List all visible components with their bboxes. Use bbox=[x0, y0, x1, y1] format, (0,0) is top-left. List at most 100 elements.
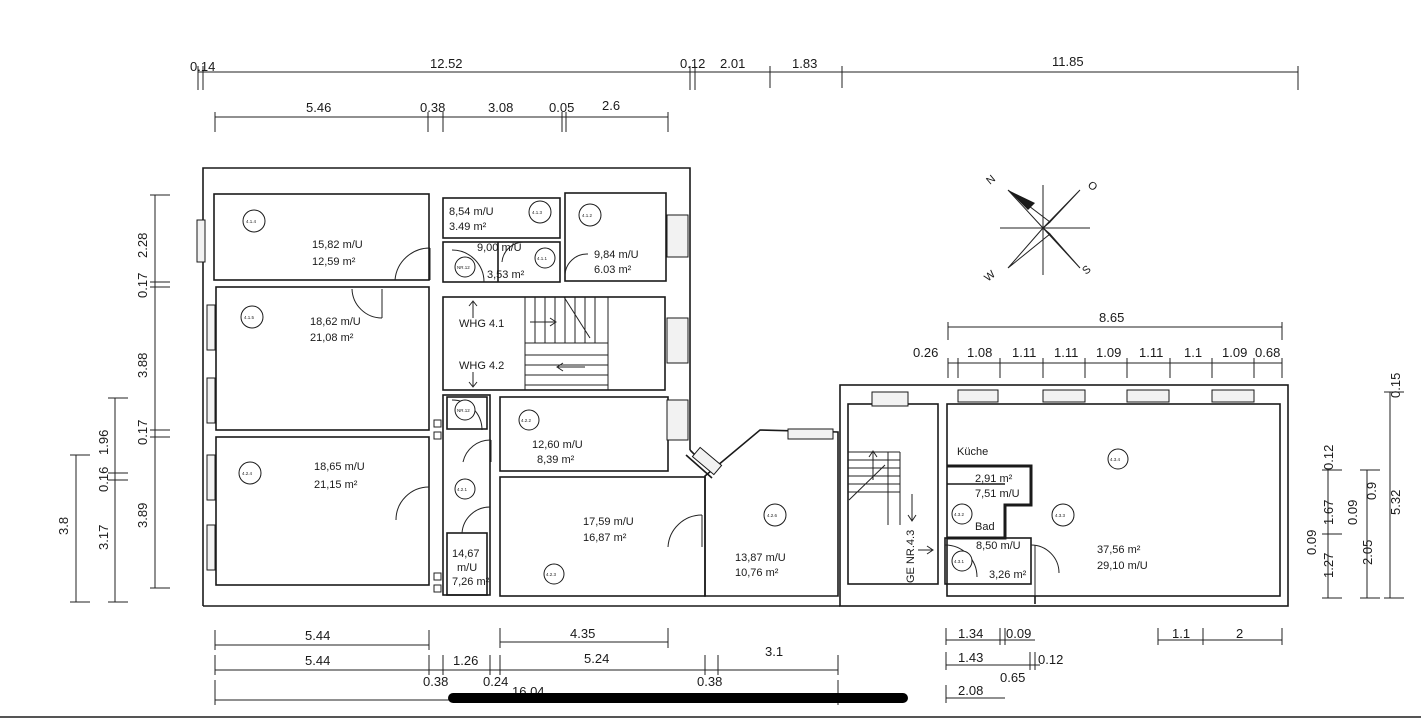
dim-top-2: 12.52 bbox=[430, 56, 463, 71]
dim-left-4: 0.17 bbox=[135, 420, 150, 445]
kitchen-label: Küche bbox=[957, 446, 988, 458]
left-building bbox=[196, 167, 840, 607]
dim-bot-9: 0.38 bbox=[697, 674, 722, 689]
dim-br-7: 1.1 bbox=[1172, 626, 1190, 641]
dim-rs-8: 1.27 bbox=[1321, 553, 1336, 578]
dim-br-4: 0.12 bbox=[1038, 652, 1063, 667]
dim-top2-1: 5.46 bbox=[306, 100, 331, 115]
room-413-b: 3.49 m² bbox=[449, 221, 487, 233]
dim-br-8: 2 bbox=[1236, 626, 1243, 641]
stair-steps bbox=[468, 296, 609, 390]
room-431-a: 3,26 m² bbox=[989, 569, 1027, 581]
dim-bot-8: 0.24 bbox=[483, 674, 508, 689]
dim-br-3: 1.43 bbox=[958, 650, 983, 665]
room-421-c: 7,26 m² bbox=[452, 576, 490, 588]
room-labels: 4.1.4 15,82 m/U 12,59 m² 4.1.3 8,54 m/U … bbox=[238, 200, 1148, 588]
kitchen-a: 2,91 m² bbox=[975, 473, 1013, 485]
dim-left-2: 0.17 bbox=[135, 273, 150, 298]
dim-rt-7: 1.11 bbox=[1139, 345, 1163, 360]
dim-left-3: 3.88 bbox=[135, 353, 150, 378]
dim-rs-2: 0.12 bbox=[1321, 445, 1336, 470]
room-426-a: 13,87 m/U bbox=[735, 552, 786, 564]
bath-label: Bad bbox=[975, 521, 995, 533]
dim-bot-7: 0.38 bbox=[423, 674, 448, 689]
room-id-wc2: NR.12 bbox=[457, 408, 470, 413]
dim-left-9: 3.8 bbox=[56, 517, 71, 535]
dim-bot-3: 5.44 bbox=[305, 653, 330, 668]
room-id-423: 4.2.3 bbox=[546, 572, 557, 577]
dim-top-3: 0.12 bbox=[680, 56, 705, 71]
dim-rt-6: 1.09 bbox=[1096, 345, 1121, 360]
room-424-a: 18,65 m/U bbox=[314, 461, 365, 473]
dim-left-5: 3.89 bbox=[135, 503, 150, 528]
compass-o: O bbox=[1085, 179, 1100, 194]
home-indicator-bar[interactable] bbox=[448, 693, 908, 703]
dim-top2-5: 2.6 bbox=[602, 98, 620, 113]
room-421-a: 14,67 bbox=[452, 548, 480, 560]
dim-rs-1: 0.15 bbox=[1388, 373, 1403, 398]
dim-rs-4: 0.09 bbox=[1304, 530, 1319, 555]
dim-left-8: 3.17 bbox=[96, 525, 111, 550]
dim-left-1: 2.28 bbox=[135, 233, 150, 258]
dim-rs-6: 0.09 bbox=[1345, 500, 1360, 525]
dim-rt-8: 1.1 bbox=[1184, 345, 1202, 360]
dim-br-2: 0.09 bbox=[1006, 626, 1031, 641]
room-415-b: 21,08 m² bbox=[310, 332, 354, 344]
room-422-a: 12,60 m/U bbox=[532, 439, 583, 451]
dim-bot-6: 3.1 bbox=[765, 644, 783, 659]
stair-label-41: WHG 4.1 bbox=[459, 318, 504, 330]
compass-n: N bbox=[984, 173, 998, 187]
room-414-a: 15,82 m/U bbox=[312, 239, 363, 251]
room-413-a: 8,54 m/U bbox=[449, 206, 494, 218]
room-id-412: 4.1.2 bbox=[582, 213, 593, 218]
room-id-415: 4.1.5 bbox=[244, 315, 255, 320]
room-423-b: 16,87 m² bbox=[583, 532, 627, 544]
top-dimensions: 0.14 12.52 0.12 2.01 1.83 11.85 5.46 0.3… bbox=[190, 54, 1299, 132]
dim-top2-3: 3.08 bbox=[488, 100, 513, 115]
dim-rt-2: 0.26 bbox=[913, 345, 938, 360]
right-dimensions: 8.65 0.26 1.08 1.11 1.11 1.09 1.11 1.1 1… bbox=[913, 310, 1404, 599]
room-id-413: 4.1.3 bbox=[532, 210, 543, 215]
room-id-wc1: NR.12 bbox=[457, 265, 470, 270]
room-411-b: 3,53 m² bbox=[487, 269, 525, 281]
room-411-a: 9,00 m/U bbox=[477, 242, 522, 254]
dim-rt-4: 1.11 bbox=[1012, 345, 1036, 360]
dim-rs-7: 2.05 bbox=[1360, 540, 1375, 565]
stair-right bbox=[848, 450, 934, 555]
room-422-b: 8,39 m² bbox=[537, 454, 575, 466]
room-id-432: 4.3.2 bbox=[954, 512, 965, 517]
room-426-b: 10,76 m² bbox=[735, 567, 779, 579]
room-433-a: 37,56 m² bbox=[1097, 544, 1141, 556]
dim-rt-3: 1.08 bbox=[967, 345, 992, 360]
room-424-b: 21,15 m² bbox=[314, 479, 358, 491]
room-432-a: 8,50 m/U bbox=[976, 540, 1021, 552]
room-421-b: m/U bbox=[457, 562, 477, 574]
room-412-b: 6.03 m² bbox=[594, 264, 632, 276]
room-415-a: 18,62 m/U bbox=[310, 316, 361, 328]
dim-top-1: 0.14 bbox=[190, 59, 215, 74]
room-414-b: 12,59 m² bbox=[312, 256, 356, 268]
dim-rs-5: 0.9 bbox=[1364, 482, 1379, 500]
dim-bot-1: 5.44 bbox=[305, 628, 330, 643]
room-id-421: 4.2.1 bbox=[457, 487, 468, 492]
compass-s: S bbox=[1080, 263, 1093, 277]
compass-rose: N O S W bbox=[982, 173, 1099, 284]
dim-left-7: 0.16 bbox=[96, 467, 111, 492]
room-id-431: 4.3.1 bbox=[954, 559, 965, 564]
dim-left-6: 1.96 bbox=[96, 430, 111, 455]
stair-label-42: WHG 4.2 bbox=[459, 360, 504, 372]
dim-br-5: 0.65 bbox=[1000, 670, 1025, 685]
dim-rt-5: 1.11 bbox=[1054, 345, 1078, 360]
dim-br-6: 2.08 bbox=[958, 683, 983, 698]
room-id-411: 4.1.1 bbox=[537, 256, 548, 261]
room-id-434: 4.3.4 bbox=[1110, 457, 1121, 462]
dim-rs-3: 1.67 bbox=[1321, 500, 1336, 525]
dim-bot-2: 4.35 bbox=[570, 626, 595, 641]
room-id-422: 4.2.2 bbox=[521, 418, 532, 423]
dim-top2-4: 0.05 bbox=[549, 100, 574, 115]
room-id-433: 4.3.3 bbox=[1055, 513, 1066, 518]
dim-top-5: 1.83 bbox=[792, 56, 817, 71]
dim-bot-5: 5.24 bbox=[584, 651, 609, 666]
room-id-414: 4.1.4 bbox=[246, 219, 257, 224]
